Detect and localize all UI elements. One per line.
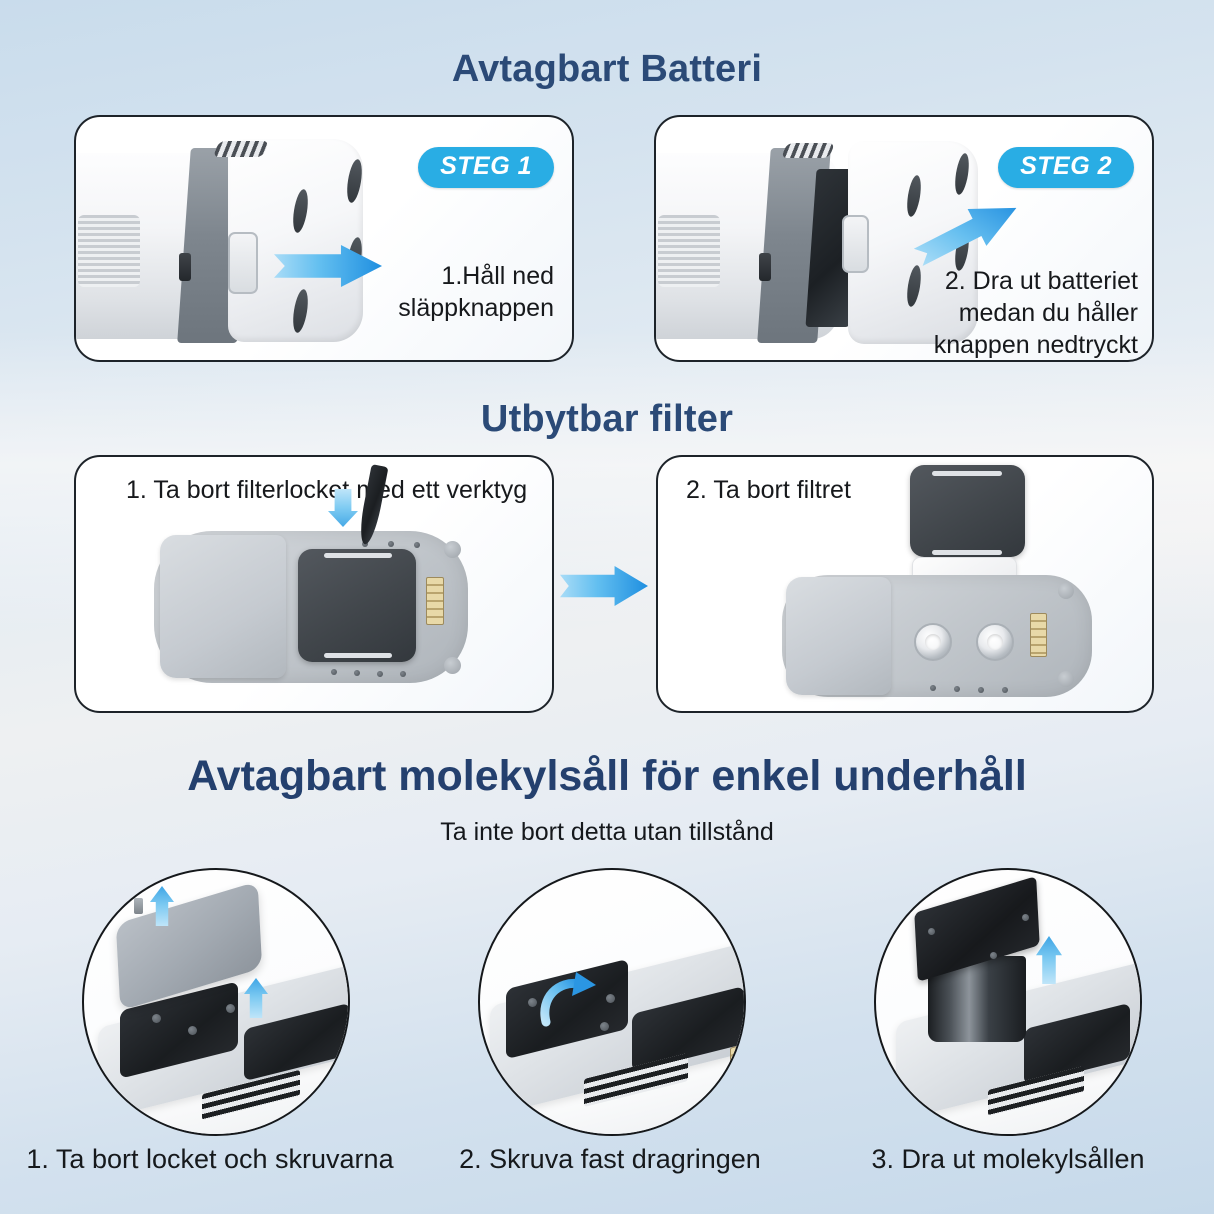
sieve-section-title: Avtagbart molekylsåll för enkel underhål… <box>187 752 1027 800</box>
case-screw-6 <box>388 541 394 547</box>
plate-screw-3 <box>990 952 997 959</box>
case-screw-4 <box>1002 687 1008 693</box>
bay-screw-1 <box>528 998 537 1007</box>
case-screw-1 <box>331 669 337 675</box>
step-badge-1: STEG 1 <box>418 147 554 188</box>
bay-screw-3 <box>226 1004 235 1013</box>
device-vent-grill <box>78 215 140 287</box>
sieve-step3-caption: 3. Dra ut molekylsållen <box>871 1144 1145 1174</box>
battery-pack <box>786 577 891 695</box>
case-screw-3 <box>978 687 984 693</box>
bay-screw-3 <box>600 1022 609 1031</box>
case-screw-1 <box>930 685 936 691</box>
sieve-section-subtitle: Ta inte bort detta utan tillstånd <box>440 818 774 846</box>
filter-cover-bottom-tab <box>932 550 1002 555</box>
battery-step2-caption: 2. Dra ut batteriet medan du håller knap… <box>933 267 1138 359</box>
plate-screw-2 <box>1022 914 1029 921</box>
device-bottom-view-step2 <box>658 457 1152 711</box>
arrow-rotate-icon <box>540 972 596 1027</box>
case-screw-4 <box>400 671 406 677</box>
screw-hole-top <box>444 541 461 558</box>
battery-step1-panel: STEG 1 1.Håll ned släppknappen <box>74 115 574 362</box>
device-usb-port <box>759 253 771 281</box>
filter-step1-panel: 1. Ta bort filterlocket med ett verktyg <box>74 455 554 713</box>
battery-section-title: Avtagbart Batteri <box>451 48 763 90</box>
sieve-step2-circle <box>478 868 746 1136</box>
sieve-step2-caption: 2. Skruva fast dragringen <box>459 1144 761 1174</box>
battery-release-button[interactable] <box>228 232 258 294</box>
filter-step2-caption: 2. Ta bort filtret <box>686 476 851 504</box>
device-top-slots <box>212 141 270 157</box>
bay-screw-2 <box>606 994 615 1003</box>
cover-screw-icon <box>134 898 143 914</box>
filter-transition-arrow-icon <box>560 566 648 606</box>
battery-pack <box>160 535 286 678</box>
sieve-port-left <box>914 623 952 661</box>
device-illustration-step2 <box>656 117 1154 360</box>
plate-screw-1 <box>928 928 935 935</box>
filter-cover[interactable] <box>298 549 416 662</box>
sieve-step1-circle <box>82 868 350 1136</box>
arrow-down-icon <box>328 489 358 527</box>
bay-screw-2 <box>188 1026 197 1035</box>
sieve-step3-circle <box>874 868 1142 1136</box>
filter-step1-caption: 1. Ta bort filterlocket med ett verktyg <box>126 476 528 504</box>
sieve-port-right <box>976 623 1014 661</box>
filter-step2-panel: 2. Ta bort filtret <box>656 455 1154 713</box>
device-top-slots <box>780 143 836 158</box>
removed-filter-cover[interactable] <box>910 465 1025 557</box>
arrow-up-icon <box>1036 936 1062 984</box>
sieve-step1-caption: 1. Ta bort locket och skruvarna <box>26 1144 394 1174</box>
case-screw-3 <box>377 671 383 677</box>
screw-hole-top <box>1058 583 1074 599</box>
screw-hole-bottom <box>1058 671 1074 687</box>
filter-cover-top-tab <box>324 553 392 558</box>
device-bottom-view-step1 <box>76 457 552 711</box>
device-vent-grill <box>658 215 720 287</box>
battery-step2-panel: STEG 2 2. Dra ut batteriet medan du håll… <box>654 115 1154 362</box>
gold-contact-pins <box>1030 613 1047 657</box>
filter-cover-top-tab <box>932 471 1002 476</box>
device-usb-port <box>179 253 191 281</box>
case-screw-2 <box>354 670 360 676</box>
gold-contact-pins <box>426 577 444 625</box>
bay-screw-1 <box>152 1014 161 1023</box>
battery-release-button[interactable] <box>842 215 869 273</box>
step-badge-2: STEG 2 <box>998 147 1134 188</box>
device-illustration-step1 <box>76 117 572 360</box>
filter-cover-bottom-tab <box>324 653 392 658</box>
case-screw-7 <box>414 542 420 548</box>
battery-step1-caption: 1.Håll ned släppknappen <box>398 262 554 322</box>
filter-section-title: Utbytbar filter <box>480 398 734 440</box>
screw-hole-bottom <box>444 657 461 674</box>
case-screw-2 <box>954 686 960 692</box>
gold-contact-pins <box>730 1044 744 1074</box>
